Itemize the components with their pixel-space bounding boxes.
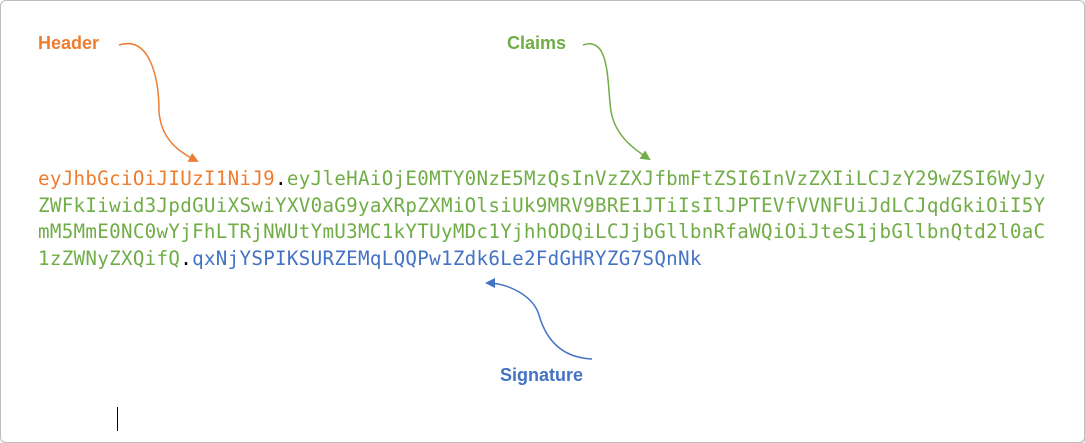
- token-header-segment: eyJhbGciOiJIUzI1NiJ9: [38, 167, 276, 190]
- text-cursor: [117, 407, 118, 431]
- jwt-token: eyJhbGciOiJIUzI1NiJ9.eyJleHAiOjE0MTY0NzE…: [38, 166, 1053, 272]
- header-arrow: [118, 42, 199, 162]
- claims-label: Claims: [507, 33, 567, 53]
- header-label: Header: [38, 33, 100, 53]
- claims-arrow: [582, 43, 651, 161]
- token-signature-segment: qxNjYSPIKSURZEMqLQQPw1Zdk6Le2FdGHRYZG7SQ…: [192, 246, 702, 270]
- signature-label: Signature: [500, 365, 584, 385]
- token-separator-2: .: [180, 246, 193, 270]
- token-claims-segment: eyJleHAiOjE0MTY0NzE5MzQsInVzZXJfbmFtZSI6…: [38, 167, 1046, 270]
- token-separator-1: .: [275, 167, 287, 190]
- signature-arrow: [485, 278, 593, 360]
